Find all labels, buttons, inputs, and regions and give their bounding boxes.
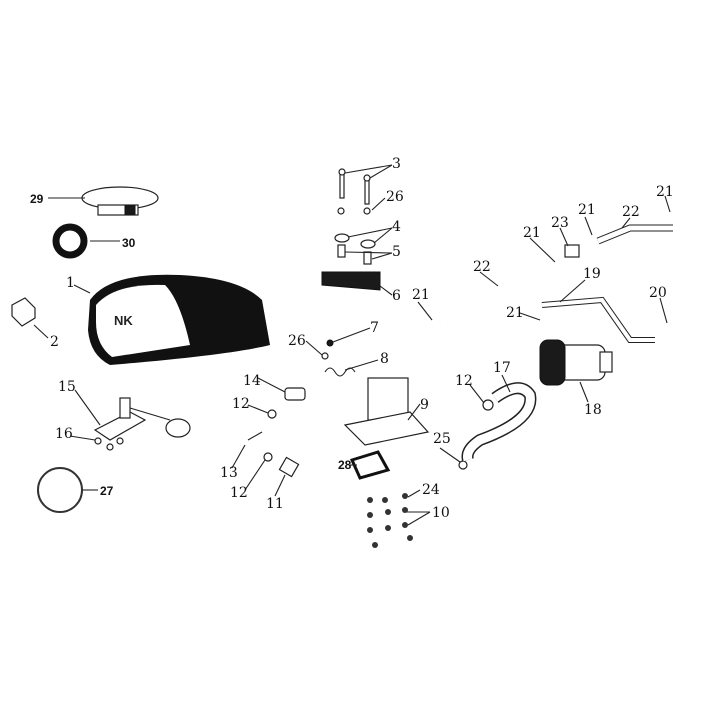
callout-29: 29 [30,192,44,206]
callout-27: 27 [100,484,114,498]
callout-21: 21 [578,202,596,218]
leader-line [74,389,101,426]
bracket-part [11,297,36,327]
callout-16: 16 [55,426,73,442]
callout-22: 22 [622,204,640,220]
callout-24: 24 [422,482,440,498]
callout-13: 13 [220,465,238,481]
callout-21: 21 [656,184,674,200]
leader-line [559,279,586,303]
leader-line [69,435,96,441]
leader-line [417,301,433,321]
leader-line [439,447,461,463]
callout-20: 20 [649,285,667,301]
leader-line [407,489,421,498]
leader-line [664,195,671,213]
callout-4: 4 [392,219,401,235]
leader-line [559,227,569,247]
callout-3: 3 [392,156,401,172]
leader-line [244,459,266,491]
leader-line [373,227,393,244]
leader-line [231,444,246,469]
leader-line [305,340,323,356]
leader-line [407,403,421,421]
leader-line [479,271,499,287]
callout-23: 23 [551,215,569,231]
bolt-set-part [321,168,381,291]
leader-line [369,164,393,179]
leader-line [659,297,668,324]
callout-2: 2 [50,334,59,350]
small-fittings [94,399,494,478]
leader-line [469,384,485,404]
leader-line [379,285,393,296]
seal-ring-part [52,223,88,259]
callout-12: 12 [230,485,248,501]
callout-26: 26 [386,189,404,205]
callout-25: 25 [433,431,451,447]
callout-30: 30 [122,236,136,250]
callout-17: 17 [493,360,511,376]
callout-8: 8 [380,351,389,367]
callout-5: 5 [392,244,401,260]
callout-10: 10 [432,505,450,521]
callout-6: 6 [392,288,401,304]
callout-18: 18 [584,402,602,418]
leader-line [621,217,631,229]
fuel-pump-part [343,377,430,480]
tank-logo: NK [114,313,133,328]
leader-line [344,359,379,371]
callout-12: 12 [455,373,473,389]
leader-line [371,252,393,260]
leader-line [579,381,589,403]
callout-15: 15 [58,379,76,395]
fuel-tank-part: NK [88,274,270,365]
fuel-cap-part [81,186,159,216]
leader-line [332,327,371,343]
leader-line [347,227,393,238]
leader-line [344,251,393,254]
callout-21: 21 [412,287,430,303]
callout-28: 28 [338,458,352,472]
leader-line [33,324,49,339]
gasket-ring-part [37,467,83,513]
leader-line [501,374,511,393]
leader-line [344,164,393,174]
callout-7: 7 [370,320,379,336]
leader-line [73,284,91,294]
leader-line [519,312,541,321]
callout-14: 14 [243,373,261,389]
callout-1: 1 [66,275,75,291]
leader-line [247,404,269,414]
callout-21: 21 [506,305,524,321]
leader-line [529,237,556,263]
fuel-sender-part [93,397,191,441]
callout-21: 21 [523,225,541,241]
leader-line [371,197,386,211]
leader-line [274,474,286,497]
washer-set-part [367,493,413,548]
leader-line [584,216,593,236]
callout-11: 11 [266,496,284,512]
canister-part [539,339,613,386]
callout-26: 26 [288,333,306,349]
leader-line [257,377,286,393]
callout-22: 22 [473,259,491,275]
callout-12: 12 [232,396,250,412]
callout-9: 9 [420,397,429,413]
leader-line [407,511,431,526]
callout-19: 19 [583,266,601,282]
